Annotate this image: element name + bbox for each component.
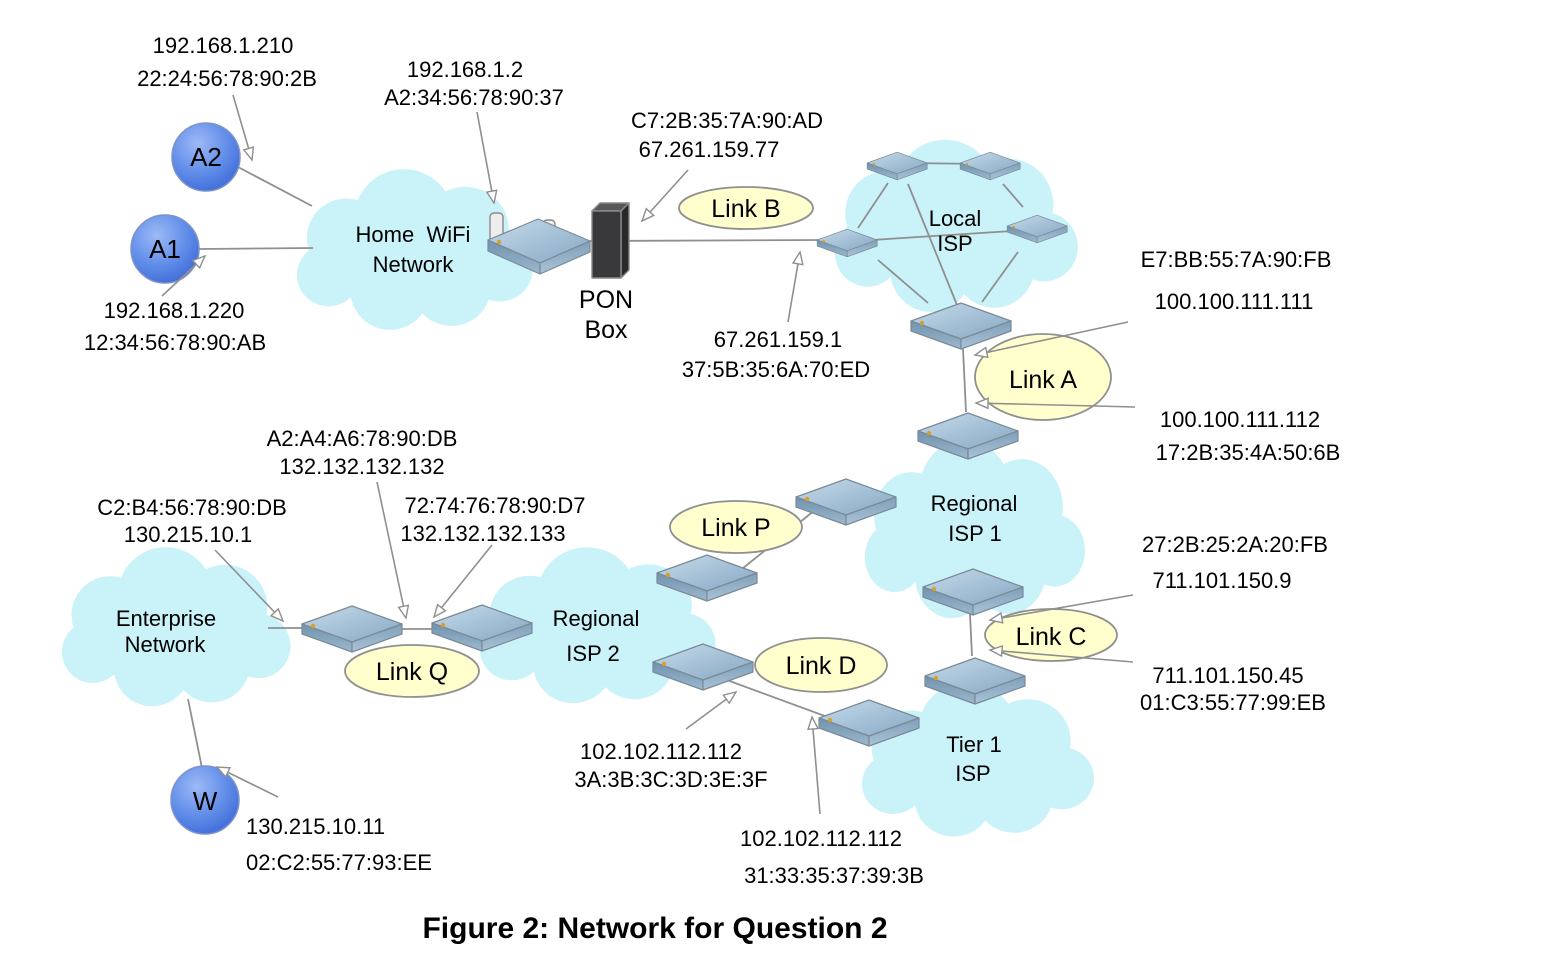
w-ip-label: 130.215.10.11 — [246, 814, 385, 839]
arrow-link-q-right-if — [432, 544, 493, 619]
local-isp-gateway-mac-label: 37:5B:35:6A:70:ED — [682, 357, 870, 382]
pon-box-label-1: PON — [579, 286, 633, 314]
link-a2-to-wifi — [237, 166, 313, 207]
link-a1-to-wifi — [198, 247, 314, 250]
local-isp-mesh-line — [877, 259, 929, 304]
pon-box-icon — [591, 202, 630, 279]
cloud-local-isp-label-2: ISP — [937, 231, 972, 256]
local-isp-mesh-line — [981, 251, 1019, 303]
link-q-right-ip-label: 132.132.132.133 — [400, 521, 565, 546]
arrow-link-d-right-if — [807, 715, 821, 815]
local-isp-mesh-line — [907, 183, 958, 306]
pon-wan-ip-label: 67.261.159.77 — [639, 137, 780, 162]
link-p-ellipse — [669, 500, 803, 554]
router-icon-enterprise-gateway — [301, 605, 403, 653]
cloud-enterprise-label-2: Network — [125, 632, 207, 657]
link-d-label: Link D — [786, 652, 857, 680]
link-c-upper-ip-label: 711.101.150.9 — [1152, 568, 1291, 593]
link-q-ellipse — [344, 644, 480, 698]
annotation-arrows — [161, 94, 1136, 815]
arrow-enterprise-gateway-address — [214, 549, 285, 623]
pon-wan-mac-label: C7:2B:35:7A:90:AD — [631, 108, 823, 133]
arrow-a2-address — [232, 94, 255, 162]
hosts — [130, 122, 241, 835]
arrow-link-a-lower-address — [974, 397, 1136, 410]
cloud-home-wifi-label-2: Network — [373, 252, 455, 277]
arrow-link-c-upper-address — [988, 594, 1134, 624]
link-a-lower-mac-label: 17:2B:35:4A:50:6B — [1156, 440, 1341, 465]
enterprise-to-w-line — [187, 698, 203, 769]
arrow-local-isp-gateway-address — [787, 250, 804, 323]
link-ellipses — [344, 186, 1118, 698]
arrow-w-address — [215, 766, 279, 798]
link-q-left-ip-label: 132.132.132.132 — [279, 454, 444, 479]
arrow-a1-address — [161, 254, 207, 297]
enterprise-gateway-ip-label: 130.215.10.1 — [124, 522, 252, 547]
link-a-lower-ip-label: 100.100.111.112 — [1160, 407, 1320, 432]
wifi-router-icon — [487, 212, 591, 275]
link-c-label: Link C — [1016, 623, 1087, 651]
arrow-pon-wan-address — [640, 169, 689, 223]
link-d-left-mac-label: 3A:3B:3C:3D:3E:3F — [574, 767, 767, 792]
arrow-wifi-router-address — [476, 111, 498, 205]
cloud-tier1-isp — [861, 682, 1094, 837]
cloud-home-wifi-label-1: Home WiFi — [356, 222, 471, 247]
link-q-right-mac-label: 72:74:76:78:90:D7 — [404, 493, 585, 518]
cloud-regional-isp1-label-1: Regional — [931, 491, 1018, 516]
host-w-node — [170, 765, 240, 835]
link-a-upper-mac-label: E7:BB:55:7A:90:FB — [1141, 247, 1332, 272]
cloud-regional-isp1-label-2: ISP 1 — [948, 521, 1001, 546]
link-d-left-ip-label: 102.102.112.112 — [580, 739, 742, 764]
link-a-label: Link A — [1009, 366, 1077, 394]
arrow-link-a-upper-address — [973, 321, 1129, 359]
a2-ip-label: 192.168.1.210 — [153, 33, 294, 58]
a1-mac-label: 12:34:56:78:90:AB — [84, 330, 266, 355]
wifi-router-ip-label: 192.168.1.2 — [407, 57, 523, 82]
a1-ip-label: 192.168.1.220 — [104, 298, 245, 323]
local-isp-mesh-line — [857, 182, 889, 229]
figure-caption: Figure 2: Network for Question 2 — [422, 912, 887, 945]
local-isp-mesh-line — [1002, 183, 1024, 208]
link-a-upper-ip-label: 100.100.111.111 — [1155, 289, 1314, 314]
wifi-router-mac-label: A2:34:56:78:90:37 — [384, 85, 564, 110]
pon-box-label-2: Box — [584, 316, 628, 344]
cloud-regional-isp2-label-1: Regional — [553, 606, 640, 631]
link-d-right-ip-label: 102.102.112.112 — [740, 826, 902, 851]
host-w-label: W — [193, 786, 218, 816]
host-a1-node — [130, 214, 200, 284]
cloud-tier1-label-1: Tier 1 — [946, 732, 1001, 757]
arrow-link-c-lower-address — [988, 645, 1134, 663]
link-c-lower-ip-label: 711.101.150.45 — [1152, 663, 1303, 688]
link-b-label: Link B — [711, 195, 780, 223]
host-a2-node — [171, 122, 241, 192]
link-d-right-mac-label: 31:33:35:37:39:3B — [744, 863, 924, 888]
cloud-tier1-label-2: ISP — [955, 761, 990, 786]
host-a1-label: A1 — [149, 234, 181, 264]
link-a-line — [962, 348, 967, 413]
host-a2-label: A2 — [190, 142, 222, 172]
arrow-link-d-left-if — [685, 690, 738, 730]
link-p-label: Link P — [701, 514, 770, 542]
link-q-label: Link Q — [376, 658, 448, 686]
link-d-ellipse — [754, 637, 888, 693]
link-c-line — [969, 613, 973, 657]
w-mac-label: 02:C2:55:77:93:EE — [246, 850, 432, 875]
link-b-ellipse — [678, 186, 814, 230]
local-isp-gateway-ip-label: 67.261.159.1 — [714, 327, 842, 352]
link-q-left-mac-label: A2:A4:A6:78:90:DB — [267, 426, 458, 451]
enterprise-gateway-mac-label: C2:B4:56:78:90:DB — [97, 495, 287, 520]
cloud-enterprise-label-1: Enterprise — [116, 606, 216, 631]
link-c-upper-mac-label: 27:2B:25:2A:20:FB — [1142, 532, 1328, 557]
a2-mac-label: 22:24:56:78:90:2B — [137, 66, 317, 91]
cloud-local-isp-label-1: Local — [929, 206, 982, 231]
cloud-regional-isp2-label-2: ISP 2 — [566, 641, 619, 666]
link-a-ellipse — [974, 333, 1112, 421]
arrow-link-q-left-if — [376, 481, 410, 620]
router-icon-regional-isp1-top — [917, 412, 1019, 460]
local-isp-mesh-line — [871, 230, 1013, 241]
link-c-lower-mac-label: 01:C3:55:77:99:EB — [1140, 690, 1326, 715]
